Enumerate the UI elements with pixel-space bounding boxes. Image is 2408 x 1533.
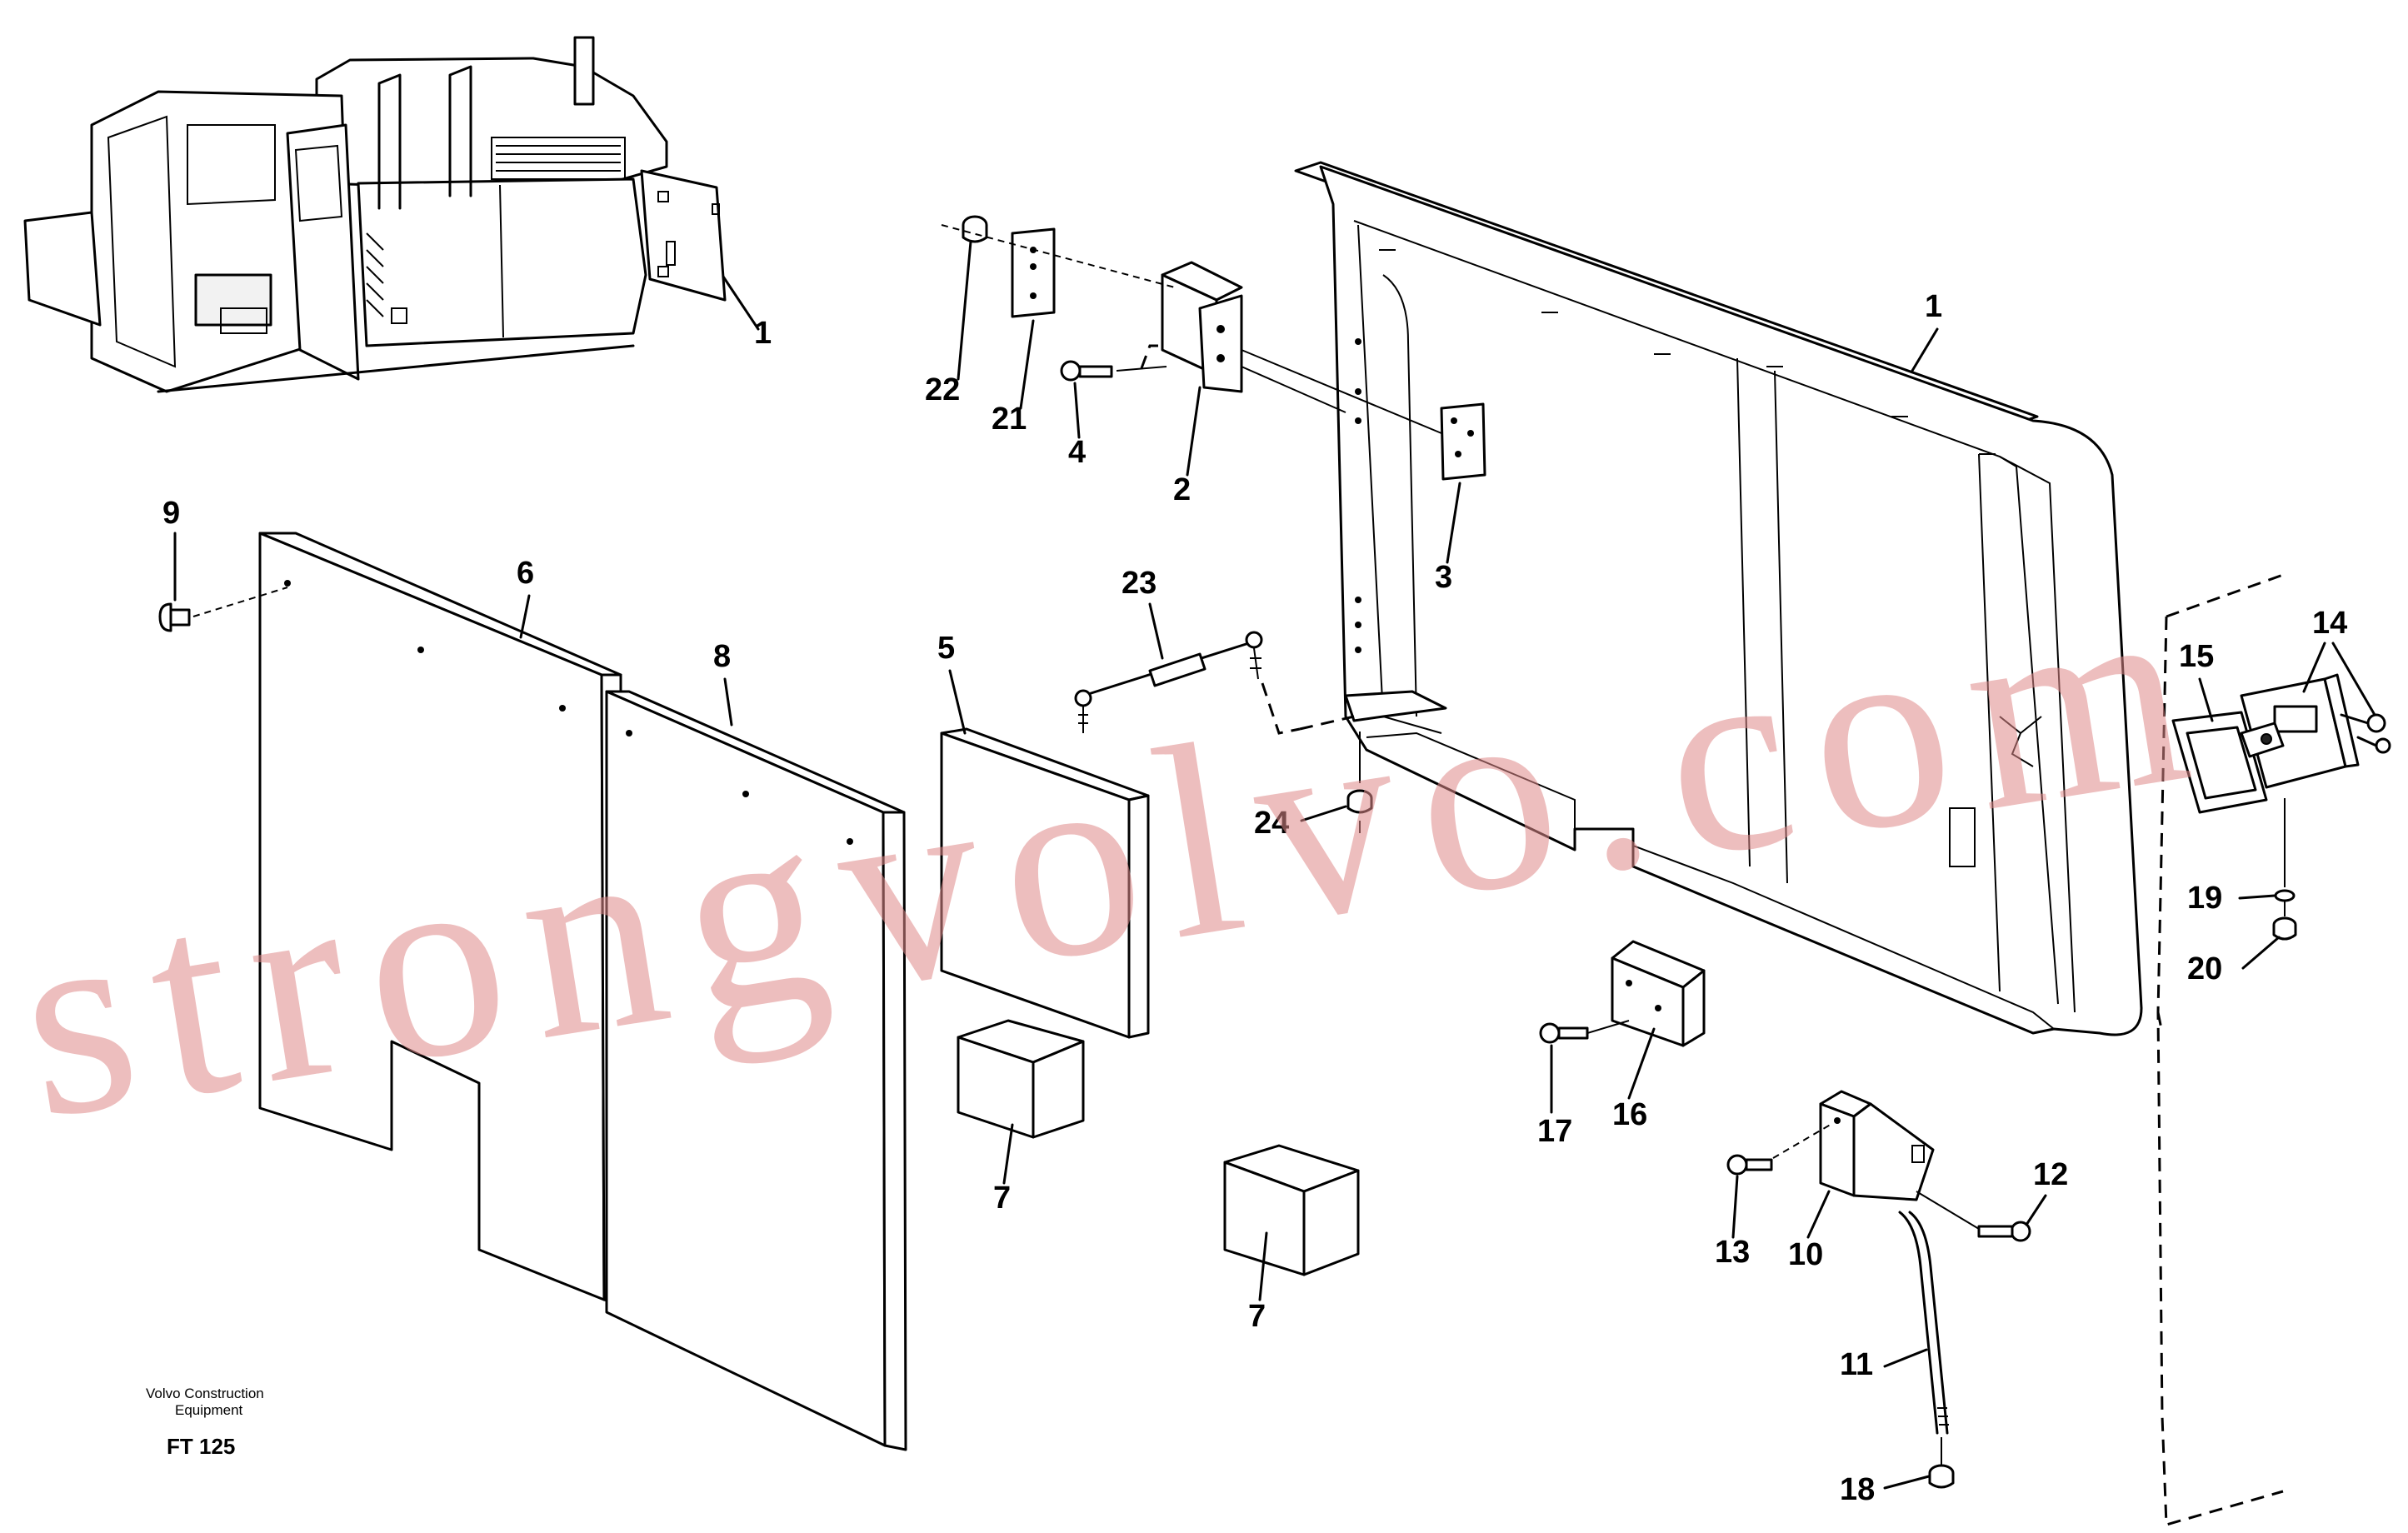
nut-24 [1346,732,1373,833]
screw-9 [158,602,191,632]
door-frame-1 [1294,161,2143,1036]
callout-7a: 7 [993,1181,1011,1216]
bracket-10 [1819,1090,1935,1201]
washer-19 [2274,889,2296,902]
callout-10: 10 [1788,1237,1823,1272]
callout-7b: 7 [1248,1299,1266,1334]
panel-6 [258,532,622,1306]
plate-21 [1011,227,1056,318]
callout-22: 22 [925,372,960,407]
callout-9: 9 [162,496,180,531]
caption-line2: Equipment [175,1402,243,1418]
bolt-13 [1726,1154,1773,1176]
callout-14: 14 [2312,606,2347,641]
callout-11: 11 [1840,1347,1873,1382]
callout-23: 23 [1122,566,1157,601]
callout-12: 12 [2033,1157,2068,1192]
leader-1 [1911,327,1939,372]
callout-20: 20 [2187,951,2222,986]
callout-3: 3 [1435,560,1452,595]
panel-5 [940,727,1150,1039]
callout-5: 5 [937,631,955,666]
callout-4: 4 [1068,435,1086,470]
caption-code: FT 125 [167,1434,235,1459]
bolt-17 [1539,1022,1589,1044]
block-7-lower [1223,1144,1360,1276]
callout-1-main: 1 [1925,289,1942,324]
excavator-overview [23,36,760,393]
nut-22 [962,215,988,243]
nut-20 [2272,916,2297,941]
callout-15: 15 [2179,639,2214,674]
bracket-16 [1611,940,1706,1047]
hinge-bracket-2 [1161,261,1243,393]
gas-strut-23 [1074,631,1263,733]
callout-19: 19 [2187,881,2222,916]
caption-line1: Volvo Construction [146,1386,264,1401]
panel-8 [605,690,907,1451]
callout-24: 24 [1254,806,1289,841]
nut-18 [1928,1464,1955,1489]
bolt-4 [1060,360,1113,382]
bolt-12 [1977,1221,2031,1242]
callout-8: 8 [713,639,731,674]
block-7-upper [957,1019,1085,1139]
callout-6: 6 [517,556,534,591]
callout-18: 18 [1840,1472,1875,1507]
lock-14 [2240,673,2360,789]
key-14 [2340,713,2391,754]
callout-13: 13 [1715,1235,1750,1270]
plate-3 [1440,402,1486,481]
callout-1-inset: 1 [754,316,772,351]
callout-16: 16 [1612,1097,1647,1132]
callout-2: 2 [1173,472,1191,507]
rod-11 [1898,1211,1949,1435]
callout-17: 17 [1537,1114,1572,1149]
